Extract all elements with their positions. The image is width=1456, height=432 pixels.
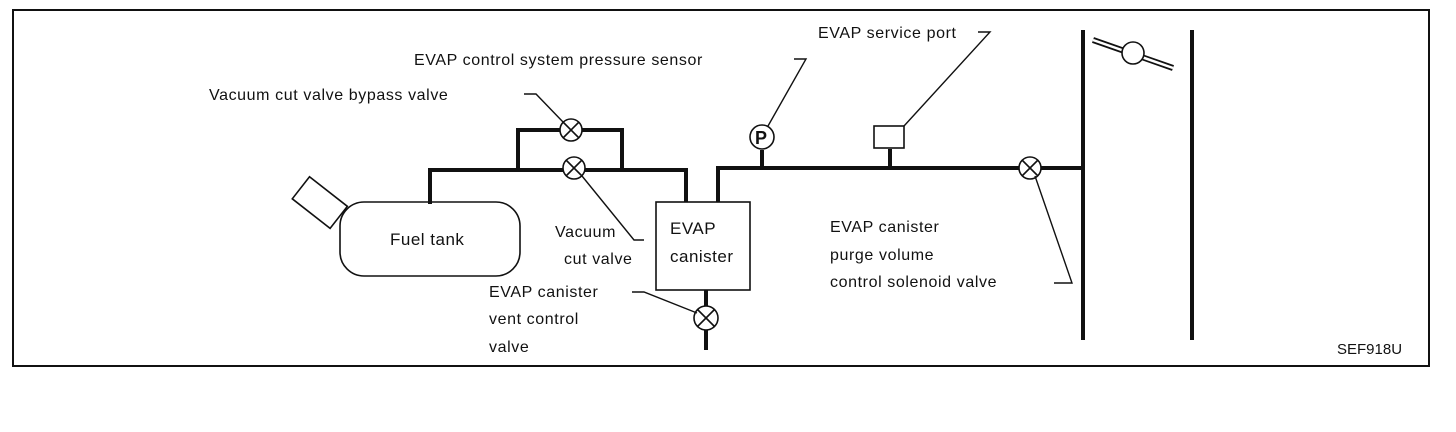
intake-manifold: [1081, 30, 1194, 340]
pressure-sensor-letter: P: [755, 128, 767, 148]
figure-code: SEF918U: [1337, 341, 1402, 358]
vent-control-valve-symbol: [693, 305, 719, 331]
fuel-tank-label: Fuel tank: [390, 230, 464, 249]
pressure-sensor-label: EVAP control system pressure sensor: [414, 52, 703, 69]
throttle-valve: [1092, 37, 1174, 71]
purge-valve-label-line3: control solenoid valve: [830, 274, 997, 291]
evap-canister: [655, 201, 751, 291]
purge-valve-label-line1: EVAP canister: [830, 219, 940, 236]
leader-lines: [524, 31, 1073, 314]
vacuum-cut-valve-label-line2: cut valve: [564, 251, 633, 268]
bypass-valve-label: Vacuum cut valve bypass valve: [209, 87, 448, 104]
diagram-border: [12, 9, 1430, 367]
fuel-tank: [291, 175, 521, 277]
evap-service-port: [873, 125, 905, 149]
vent-valve-label-line2: vent control: [489, 311, 579, 328]
canister-label-line2: canister: [670, 247, 734, 266]
bypass-valve-symbol: [559, 118, 583, 142]
purge-valve-label-line2: purge volume: [830, 247, 934, 264]
vent-valve-label-line1: EVAP canister: [489, 284, 599, 301]
pressure-sensor-symbol: [749, 124, 775, 150]
vacuum-cut-valve-label-line1: Vacuum: [555, 224, 616, 241]
purge-valve-symbol: [1018, 156, 1042, 180]
canister-label-line1: EVAP: [670, 219, 716, 238]
vacuum-cut-valve-symbol: [562, 156, 586, 180]
vent-valve-label-line3: valve: [489, 339, 529, 356]
service-port-label: EVAP service port: [818, 25, 957, 42]
